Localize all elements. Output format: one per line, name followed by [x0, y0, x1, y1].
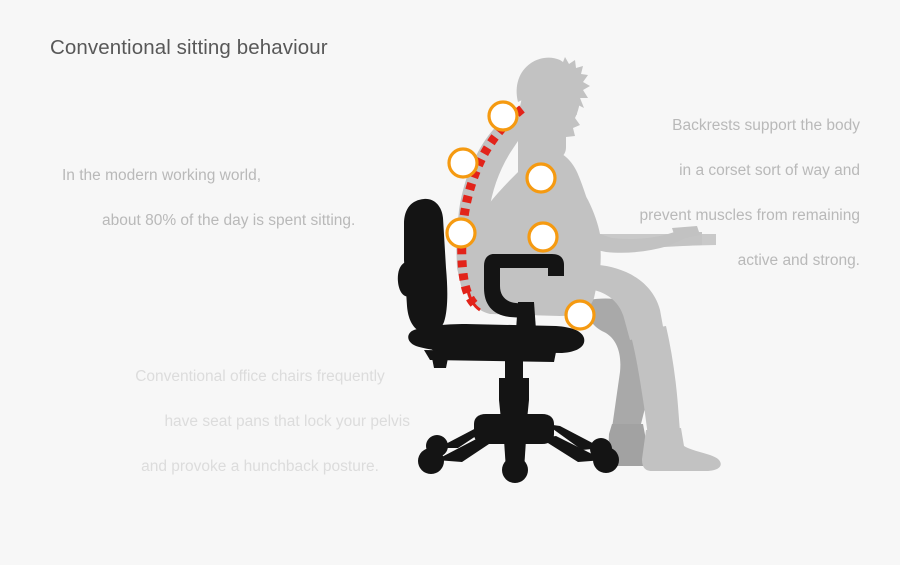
marker-abdomen[interactable] [527, 221, 559, 253]
callout-line: and provoke a hunchback posture. [141, 457, 379, 475]
marker-hip-knee[interactable] [564, 299, 596, 331]
caster-right-near [593, 447, 619, 473]
chair-seat-pan [408, 324, 585, 353]
chair-group [397, 198, 619, 483]
base-leg-left-far [438, 424, 494, 448]
markers-group [445, 100, 596, 331]
base-hub [474, 414, 554, 444]
callout-line: In the modern working world, [62, 166, 262, 184]
near-thigh [556, 264, 664, 340]
marker-mid-back[interactable] [447, 147, 479, 179]
callout-line: Backrests support the body [672, 116, 860, 134]
armrest-support [516, 302, 536, 330]
callout-line: prevent muscles from remaining [639, 206, 860, 224]
backrest-lumbar-pad [397, 262, 410, 297]
callout-line: Conventional office chairs frequently [135, 367, 385, 385]
spine-dashed-curve [457, 105, 525, 310]
hand [672, 226, 700, 240]
callout-line: have seat pans that lock your pelvis [164, 412, 410, 430]
spine-tail [466, 289, 481, 312]
callout-line: in a corset sort of way and [679, 161, 860, 179]
upper-back [456, 110, 524, 290]
caster-center-front [502, 457, 528, 483]
marker-upper-thoracic[interactable] [487, 100, 519, 132]
seat-pan-knob [432, 358, 448, 368]
callout-line: about 80% of the day is spent sitting. [102, 211, 356, 229]
callout-line: active and strong. [737, 251, 860, 269]
base-leg-right-far [546, 424, 602, 450]
near-lower-leg [630, 326, 680, 436]
near-shoe [642, 428, 721, 471]
chair-backrest [404, 198, 448, 334]
chair-armrest [484, 254, 564, 318]
caster-left-near [418, 448, 444, 474]
marker-chest[interactable] [525, 162, 557, 194]
arm [548, 182, 686, 253]
marker-lumbar[interactable] [445, 217, 477, 249]
gas-cylinder [499, 358, 529, 420]
callout-office-chairs: Conventional office chairs frequently ha… [110, 343, 410, 501]
callout-backrests: Backrests support the body in a corset s… [590, 92, 860, 295]
head [516, 62, 581, 178]
spine-group [457, 105, 525, 312]
page-title: Conventional sitting behaviour [50, 36, 328, 59]
base-leg-right-near [540, 436, 604, 462]
base-leg-left-near [436, 436, 498, 462]
callout-modern-working-world: In the modern working world, about 80% o… [62, 142, 355, 255]
